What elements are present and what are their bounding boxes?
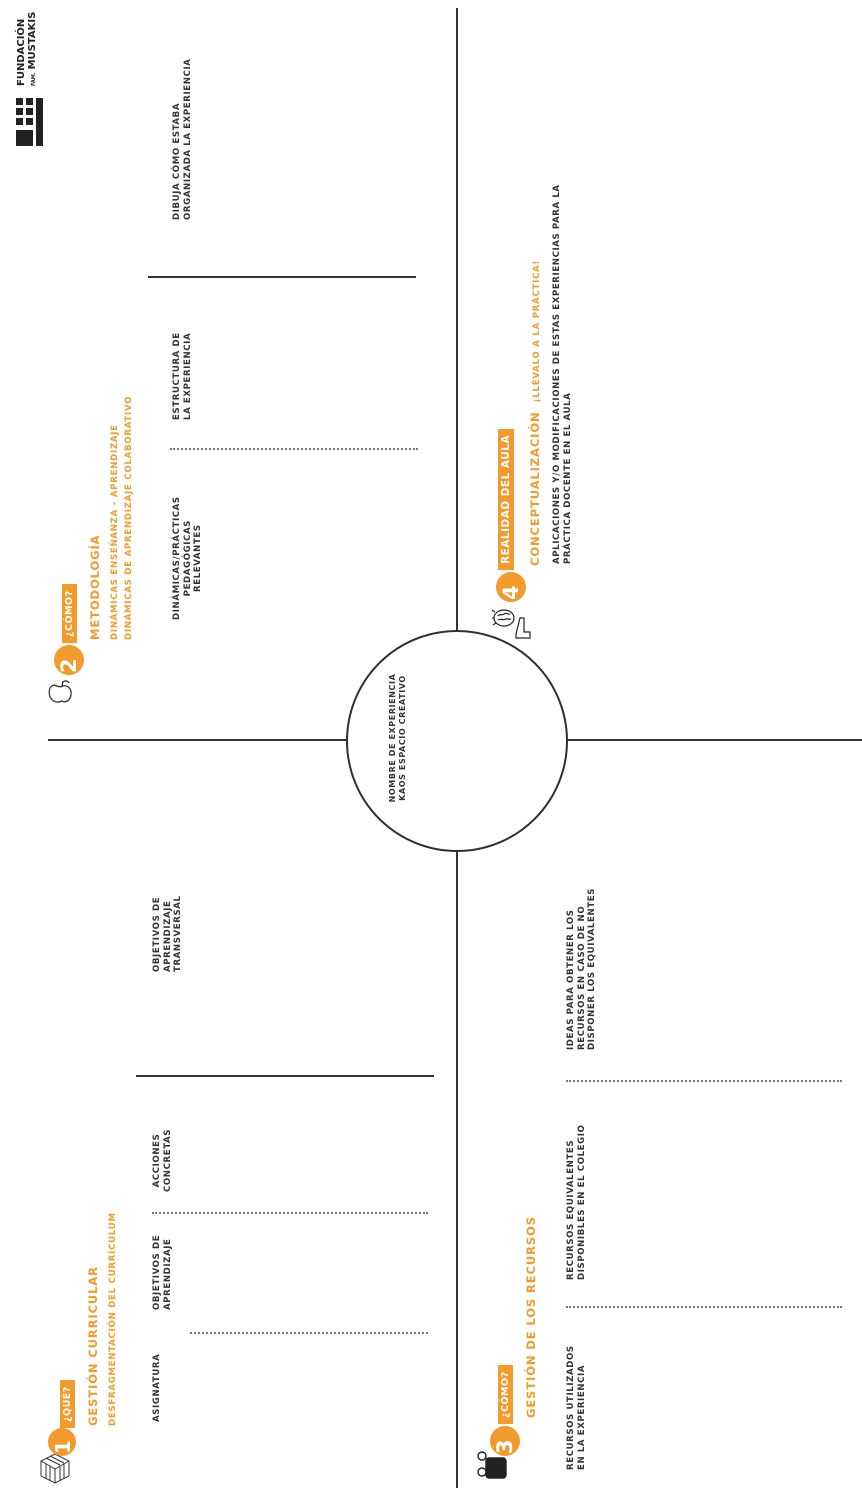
s3-col2-l2: DISPONIBLES EN EL COLEGIO: [576, 1124, 587, 1280]
section1-col-transversal: OBJETIVOS DE APRENDIZAJE TRANSVERSAL: [152, 895, 184, 972]
s2-col1-l3: RELEVANTES: [193, 524, 203, 592]
s1-solid-divider: [136, 1075, 434, 1077]
s3-col1-l1: RECURSOS UTILIZADOS: [566, 1345, 576, 1470]
s1-col2-l2: APRENDIZAJE: [162, 1238, 173, 1310]
section3-number: 3: [490, 1426, 520, 1456]
section3-tag: ¿CÓMO?: [498, 1365, 513, 1424]
section1-subtitle: DESFRAGMENTACIÓN DEL CURRÍCULUM: [108, 1212, 118, 1426]
section3-col-recursos: RECURSOS UTILIZADOS EN LA EXPERIENCIA: [566, 1345, 587, 1470]
s1-dotted-1: [190, 1332, 428, 1334]
center-line2: KAOS ESPACIO CREATIVO: [398, 675, 407, 801]
section1-tag: ¿QUÉ?: [60, 1380, 75, 1428]
section4-title-suffix: ¡LLÉVALO A LA PRÁCTICA!: [532, 259, 542, 403]
section3-title: GESTIÓN DE LOS RECURSOS: [524, 1216, 538, 1418]
section1-col-objetivos: OBJETIVOS DE APRENDIZAJE: [152, 1235, 173, 1310]
s3-dotted-1: [566, 1306, 842, 1308]
s2-col3-l1: DIBUJA CÓMO ESTABA: [172, 102, 182, 220]
apple-icon: [48, 680, 72, 703]
s2-col2-l2: LA EXPERIENCIA: [182, 332, 193, 420]
section2-col-estructura: ESTRUCTURA DE LA EXPERIENCIA: [172, 332, 193, 420]
section1-col-asignatura: ASIGNATURA: [152, 1354, 163, 1422]
section4-tag: REALIDAD DEL AULA: [498, 428, 514, 570]
section4-title: CONCEPTUALIZACIÓN: [528, 411, 542, 566]
s1-col2-l1: OBJETIVOS DE: [152, 1234, 162, 1310]
section1-number-text: 1: [51, 1440, 75, 1454]
brain-hand-icon: [491, 609, 531, 639]
s2-dotted-1: [170, 448, 418, 450]
section4-description: APLICACIONES Y/O MODIFICACIONES DE ESTAS…: [552, 184, 573, 564]
section2-number: 2: [54, 645, 84, 675]
s1-col4-l3: TRANSVERSAL: [173, 895, 183, 972]
section2-title: METODOLOGÍA: [88, 534, 102, 640]
logo-line2: MUSTAKIS: [27, 11, 38, 70]
s2-col1-l1: DINÁMICAS/PRÁCTICAS: [172, 496, 182, 620]
section3-col-ideas: IDEAS PARA OBTENER LOS RECURSOS EN CASO …: [566, 888, 598, 1050]
logo: [14, 4, 46, 149]
section4-number-text: 4: [499, 585, 523, 600]
center-circle: [346, 630, 568, 852]
logo-text: FUNDACIÓN FAM. MUSTAKIS: [16, 12, 40, 86]
s4-text-l2: PRÁCTICA DOCENTE EN EL AULA: [562, 392, 573, 565]
section2-col-dibuja: DIBUJA CÓMO ESTABA ORGANIZADA LA EXPERIE…: [172, 59, 193, 221]
s1-col3-l1: ACCIONES: [152, 1133, 162, 1188]
s3-col2-l1: RECURSOS EQUIVALENTES: [566, 1139, 576, 1280]
s2-col3-l2: ORGANIZADA LA EXPERIENCIA: [182, 58, 193, 221]
s4-text-l1: APLICACIONES Y/O MODIFICACIONES DE ESTAS…: [552, 184, 562, 564]
section2-number-text: 2: [57, 658, 81, 673]
center-line1: NOMBRE DE EXPERIENCIA: [388, 673, 397, 803]
s1-col1: ASIGNATURA: [152, 1353, 162, 1422]
cube-icon: [40, 1453, 70, 1484]
section1-col-acciones: ACCIONES CONCRETAS: [152, 1129, 173, 1192]
section3-col-equivalentes: RECURSOS EQUIVALENTES DISPONIBLES EN EL …: [566, 1124, 587, 1280]
s1-col4-l2: APRENDIZAJE: [162, 900, 173, 972]
s1-col3-l2: CONCRETAS: [162, 1128, 173, 1192]
s3-col1-l2: EN LA EXPERIENCIA: [576, 1364, 587, 1470]
section2-subtitle: DINÁMICAS ENSEÑANZA - APRENDIZAJE DINÁMI…: [108, 396, 136, 640]
section2-col-dinamicas: DINÁMICAS/PRÁCTICAS PEDAGÓGICAS RELEVANT…: [172, 496, 204, 620]
logo-line1: FUNDACIÓN: [16, 18, 27, 86]
s3-col3-l1: IDEAS PARA OBTENER LOS: [566, 909, 576, 1050]
s3-col3-l2: RECURSOS EN CASO DE NO: [576, 905, 587, 1050]
section1-number: 1: [48, 1428, 76, 1456]
experience-name-label: NOMBRE DE EXPERIENCIA KAOS ESPACIO CREAT…: [388, 668, 408, 808]
scissors-icon: [477, 1451, 507, 1479]
logo-mark-icon: [16, 98, 43, 146]
s2-col2-l1: ESTRUCTURA DE: [172, 332, 182, 420]
section1-title: GESTIÓN CURRICULAR: [86, 1266, 100, 1426]
section2-tag: ¿CÓMO?: [62, 584, 77, 643]
logo-small: FAM.: [31, 72, 37, 86]
s2-sub1: DINÁMICAS ENSEÑANZA - APRENDIZAJE: [110, 424, 120, 640]
s3-col3-l3: DISPONER LOS EQUIVALENTES: [587, 888, 597, 1050]
s3-dotted-2: [566, 1080, 842, 1082]
section4-title-row: CONCEPTUALIZACIÓN ¡LLÉVALO A LA PRÁCTICA…: [524, 260, 544, 566]
section3-number-text: 3: [493, 1439, 517, 1454]
s1-dotted-2: [152, 1212, 428, 1214]
section4-number: 4: [496, 572, 526, 602]
s2-col1-l2: PEDAGÓGICAS: [182, 520, 193, 597]
s1-col4-l1: OBJETIVOS DE: [152, 896, 162, 972]
s2-sub2: DINÁMICAS DE APRENDIZAJE COLABORATIVO: [124, 395, 134, 640]
s2-solid-divider: [148, 276, 416, 278]
